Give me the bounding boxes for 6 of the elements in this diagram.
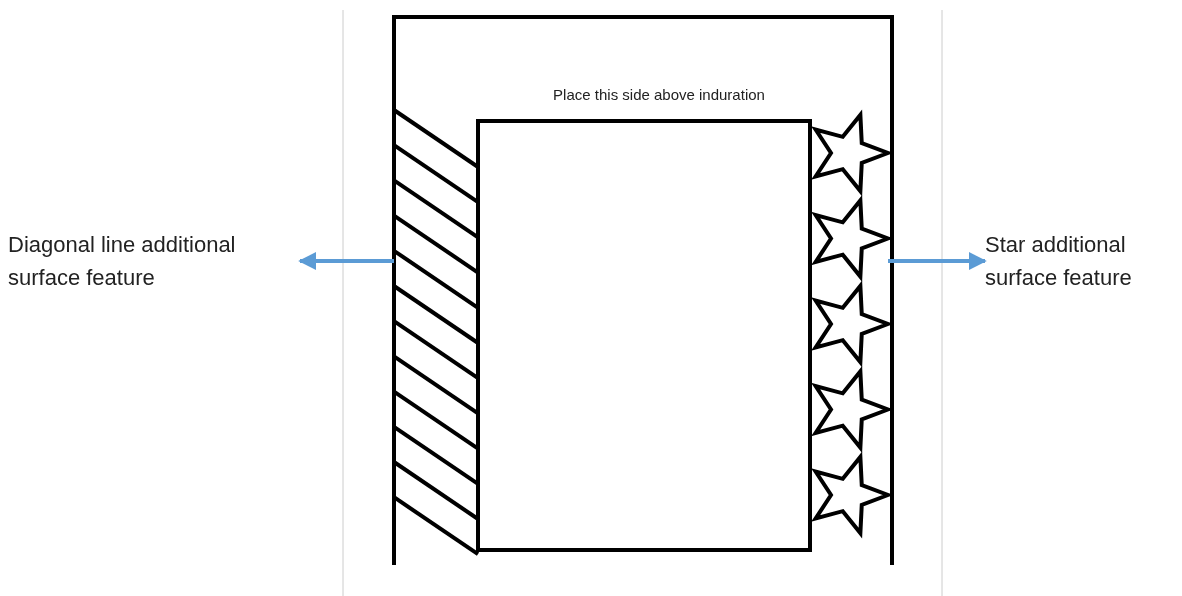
callout-text: Diagonal line additional surface feature (8, 231, 237, 292)
callout-text: Star additional surface feature (985, 231, 1133, 292)
placement-instruction: Place this side above induration (553, 86, 765, 103)
arrow (298, 252, 394, 270)
arrow (888, 252, 987, 270)
diagonal-hatch-drawing (392, 108, 480, 556)
